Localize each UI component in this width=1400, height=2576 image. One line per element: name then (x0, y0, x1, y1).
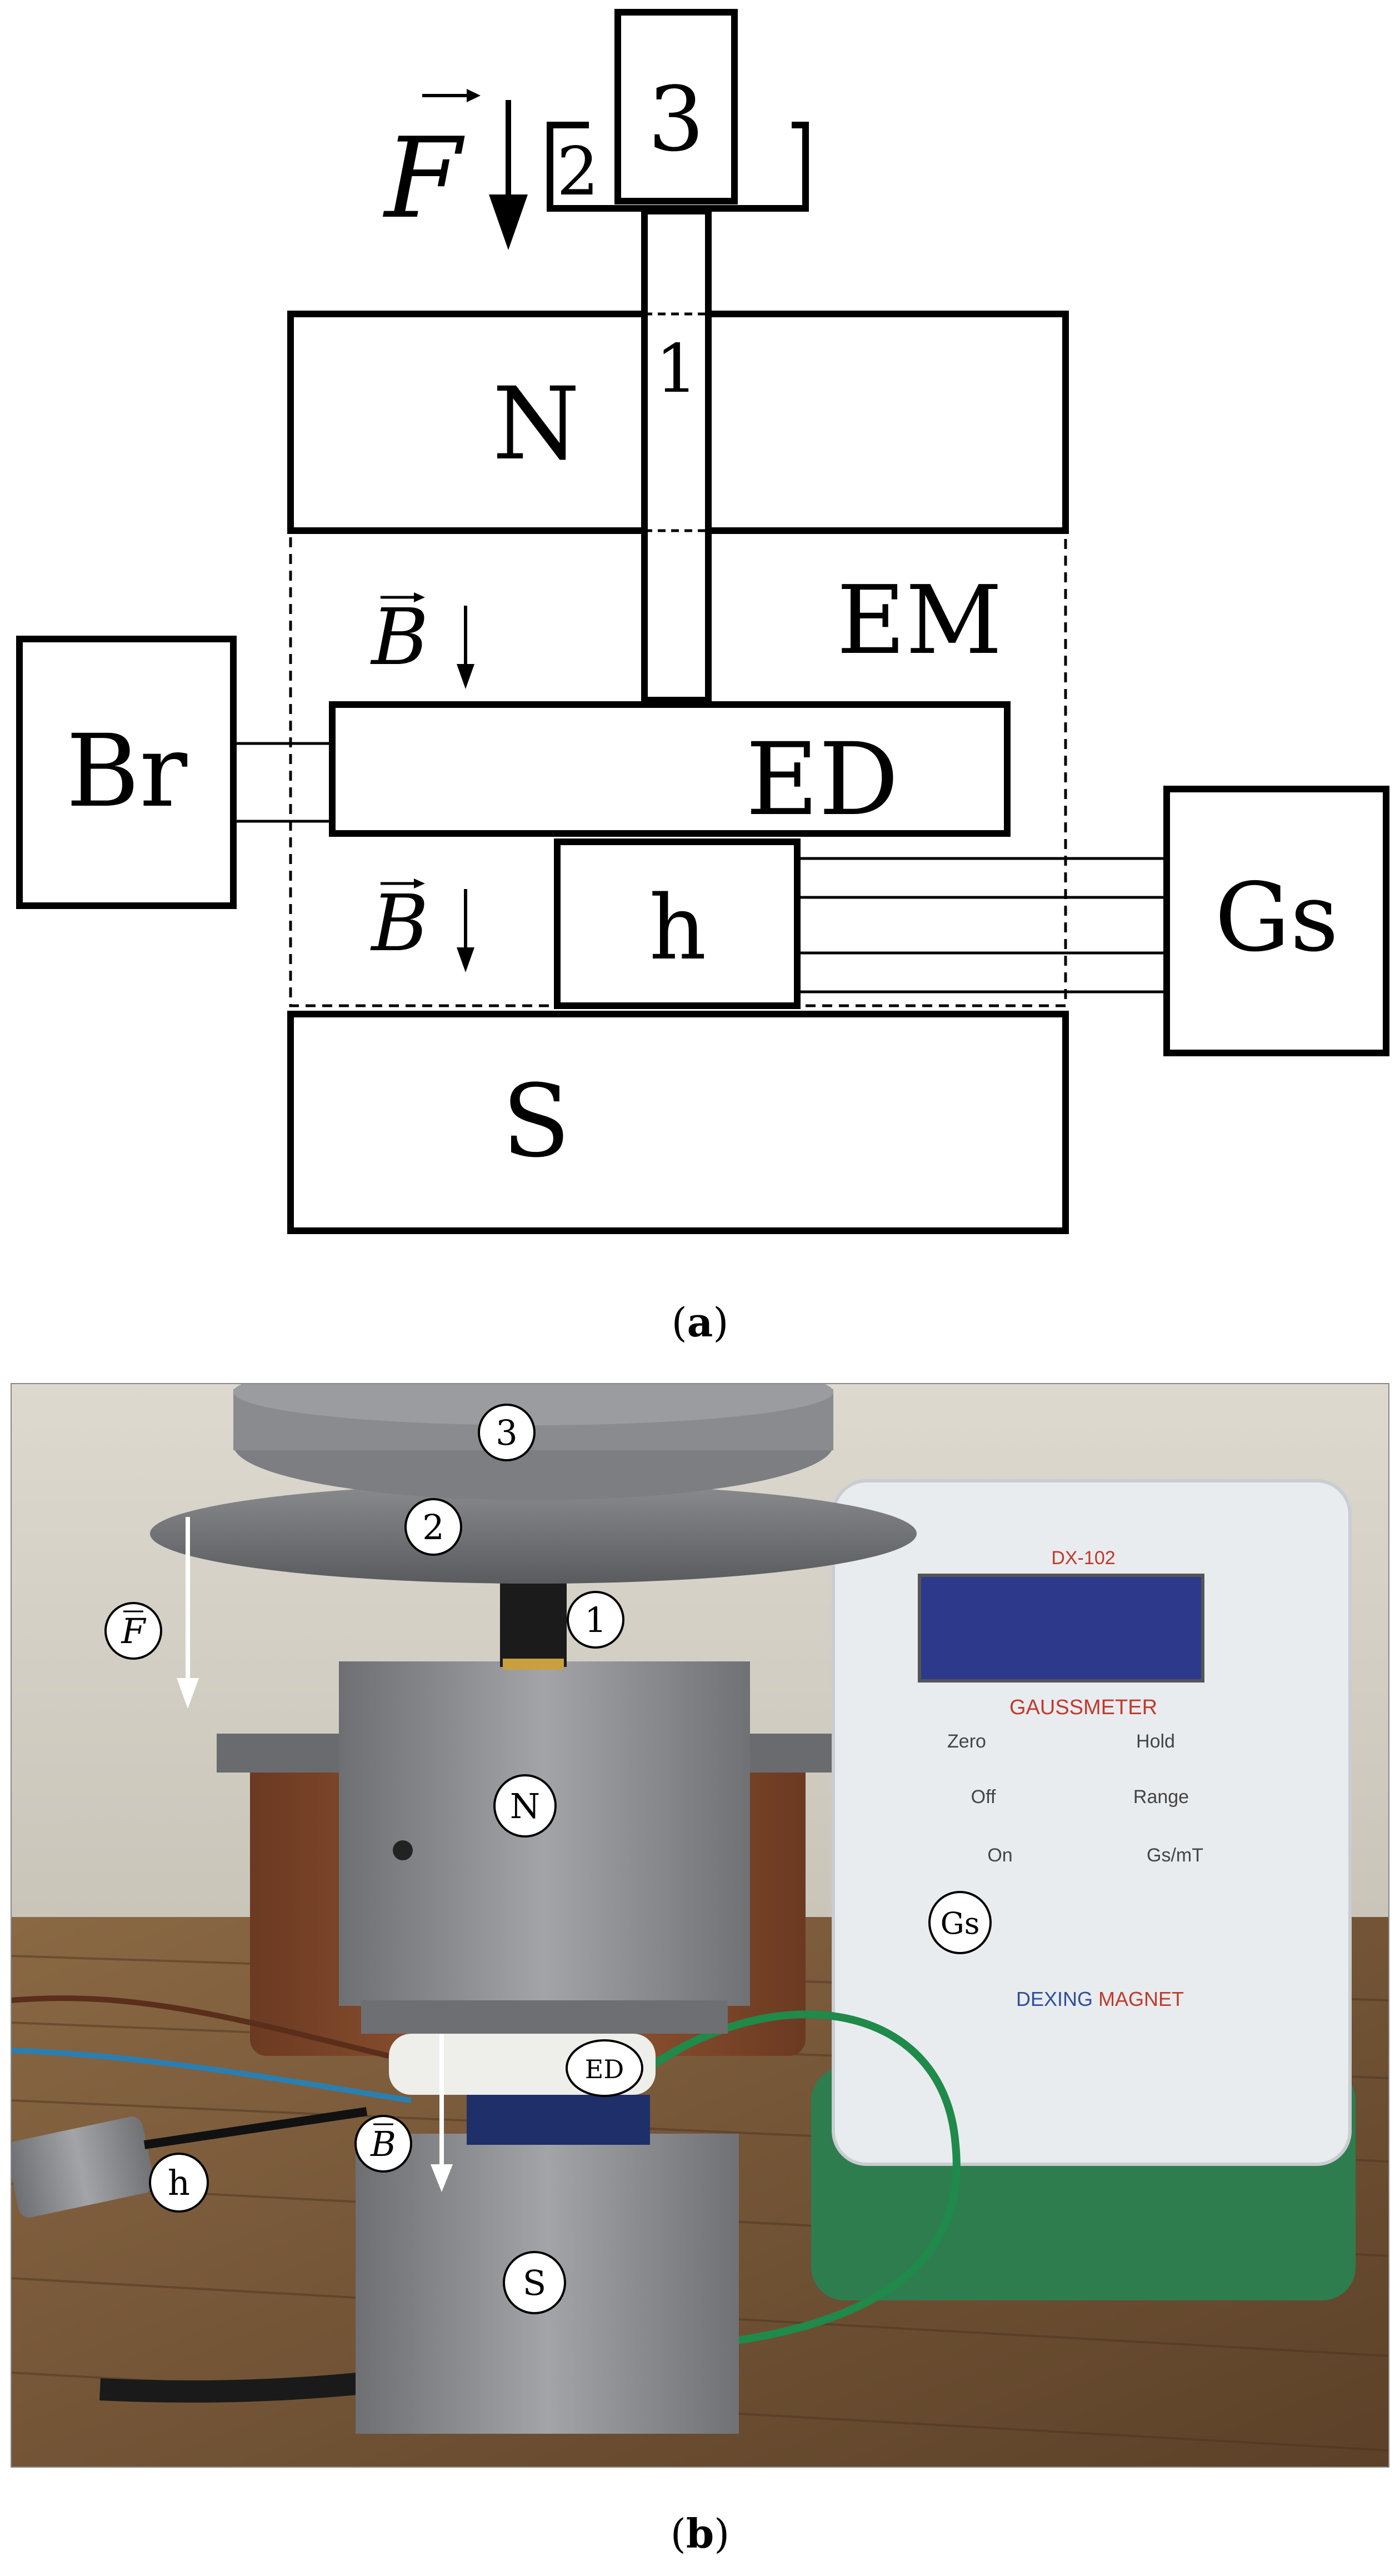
north-magnet-photo (339, 1661, 750, 2006)
meter-model: DX-102 (1051, 1547, 1115, 1569)
photo-panel: DX-102 GAUSSMETER Zero Hold Off Range On… (11, 1383, 1389, 2468)
label-south: S (502, 1064, 570, 1180)
label-bridge: Br (66, 713, 188, 830)
rod-1-tip (503, 1659, 564, 1670)
svg-text:F: F (121, 1611, 146, 1651)
callout-hall-sensor: h (149, 2153, 209, 2213)
photo-force-arrow-head (177, 1678, 199, 1709)
callout-field: B (354, 2115, 412, 2173)
north-magnet-hole (393, 1840, 413, 1860)
north-magnet-base (361, 2000, 728, 2034)
bridge-box (16, 636, 237, 909)
block-3 (614, 9, 738, 204)
callout-force: F (104, 1602, 162, 1660)
photo-frame (11, 1383, 1389, 2468)
schematic-panel (16, 9, 1389, 1234)
label-part-3: 3 (648, 67, 704, 171)
photo-field-arrow-head (431, 2164, 453, 2192)
probe-slot (467, 2095, 650, 2145)
label-north: N (492, 366, 580, 482)
svg-text:N: N (510, 1786, 540, 1826)
field-vector-mark-upper-head (414, 592, 425, 602)
svg-text:Gs: Gs (941, 1906, 980, 1941)
meter-btn-zero: Zero (947, 1731, 986, 1752)
svg-text:ED: ED (585, 2054, 624, 2084)
hall-sensor-block (554, 838, 801, 1009)
callout-3: 3 (478, 1404, 536, 1461)
callout-electrode: ED (566, 2039, 643, 2097)
photo-callouts: 3 2 1 F N Gs (104, 1404, 992, 2314)
svg-text:B: B (370, 2124, 396, 2164)
bracket-2 (547, 122, 809, 212)
callout-south: S (503, 2251, 566, 2314)
wire-green (611, 2010, 961, 2354)
plate-2-photo (150, 1484, 917, 1584)
label-electrode: ED (746, 722, 899, 838)
field-arrow-lower-head (457, 947, 474, 972)
hall-probe-cable (143, 2107, 368, 2149)
label-field-lower: B (370, 878, 429, 969)
svg-text:S: S (523, 2263, 546, 2303)
label-field-upper: B (370, 592, 429, 683)
label-part-2: 2 (557, 133, 599, 211)
meter-btn-hold: Hold (1136, 1731, 1175, 1752)
label-hall-sensor: h (649, 876, 706, 980)
field-arrow-upper-head (457, 664, 474, 689)
label-electromagnet: EM (837, 566, 1002, 676)
callout-north: N (493, 1774, 557, 1838)
hall-probe-body (11, 2116, 155, 2218)
meter-brand: DEXING MAGNET (1016, 1988, 1184, 2010)
svg-text:3: 3 (496, 1412, 517, 1453)
meter-btn-off: Off (971, 1786, 996, 1808)
callout-2: 2 (404, 1498, 462, 1556)
disc-3-top (233, 1384, 833, 1425)
field-vector-mark-lower-head (414, 878, 425, 888)
callout-gaussmeter: Gs (928, 1891, 992, 1954)
gaussmeter-box (1163, 786, 1389, 1056)
rod-1 (641, 208, 712, 703)
south-magnet-block (287, 1011, 1069, 1234)
caption-b: (b) (671, 2510, 730, 2557)
schematic-labels: F 3 2 1 N EM B Br ED B h Gs S (66, 67, 1339, 1180)
force-arrow-head (489, 194, 528, 250)
force-vector-mark-head (467, 89, 481, 102)
svg-text:2: 2 (422, 1507, 444, 1547)
meter-btn-on: On (987, 1845, 1012, 1866)
meter-btn-units: Gs/mT (1147, 1845, 1203, 1866)
label-force: F (382, 114, 465, 243)
svg-text:h: h (168, 2163, 190, 2203)
label-gaussmeter: Gs (1214, 863, 1338, 973)
wire-blue (11, 2048, 412, 2103)
callout-1: 1 (567, 1591, 624, 1649)
label-part-1: 1 (656, 331, 698, 408)
meter-screen (918, 1574, 1204, 1683)
svg-text:1: 1 (584, 1600, 606, 1640)
gaussmeter-device: DX-102 GAUSSMETER Zero Hold Off Range On… (811, 1479, 1356, 2300)
electrode-block (329, 701, 1011, 837)
meter-name: GAUSSMETER (1009, 1696, 1157, 1719)
meter-btn-range: Range (1133, 1786, 1189, 1808)
wire-brown (11, 1995, 390, 2059)
caption-a: (a) (672, 1299, 729, 1346)
